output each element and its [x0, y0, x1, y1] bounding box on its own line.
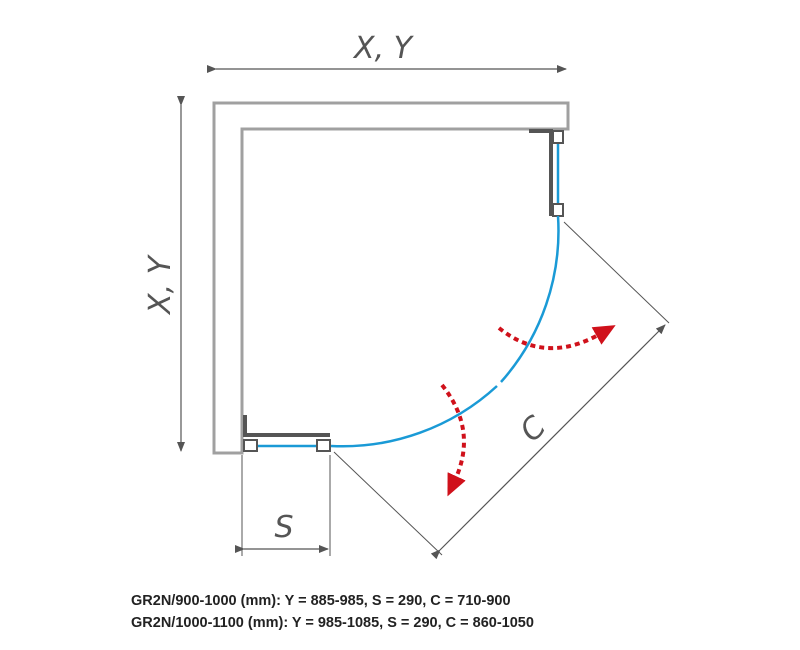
curved-door-right: [500, 215, 560, 383]
top-right-hinge-upper: [552, 130, 564, 144]
c-extension-left: [333, 451, 443, 556]
bottom-left-hinge-left: [243, 439, 258, 452]
top-dimension-label: X, Y: [352, 31, 415, 66]
spec-line-900-1000: GR2N/900-1000 (mm): Y = 885-985, S = 290…: [131, 593, 511, 609]
bottom-left-profile: [243, 415, 330, 437]
c-extension-right: [563, 221, 670, 324]
top-right-hinge-lower: [552, 203, 564, 217]
door-swing-arrow-left: [440, 383, 466, 497]
left-dimension-label: X, Y: [143, 253, 178, 316]
c-dimension-line: [430, 324, 666, 560]
s-dimension-label: S: [274, 510, 293, 545]
spec-line-1000-1100: GR2N/1000-1100 (mm): Y = 985-1085, S = 2…: [131, 615, 534, 631]
top-right-profile: [529, 129, 553, 216]
door-swing-arrow-right: [497, 325, 616, 351]
curved-door-left: [330, 385, 498, 448]
wall-outline: [212, 101, 570, 455]
bottom-left-hinge-right: [316, 439, 331, 452]
